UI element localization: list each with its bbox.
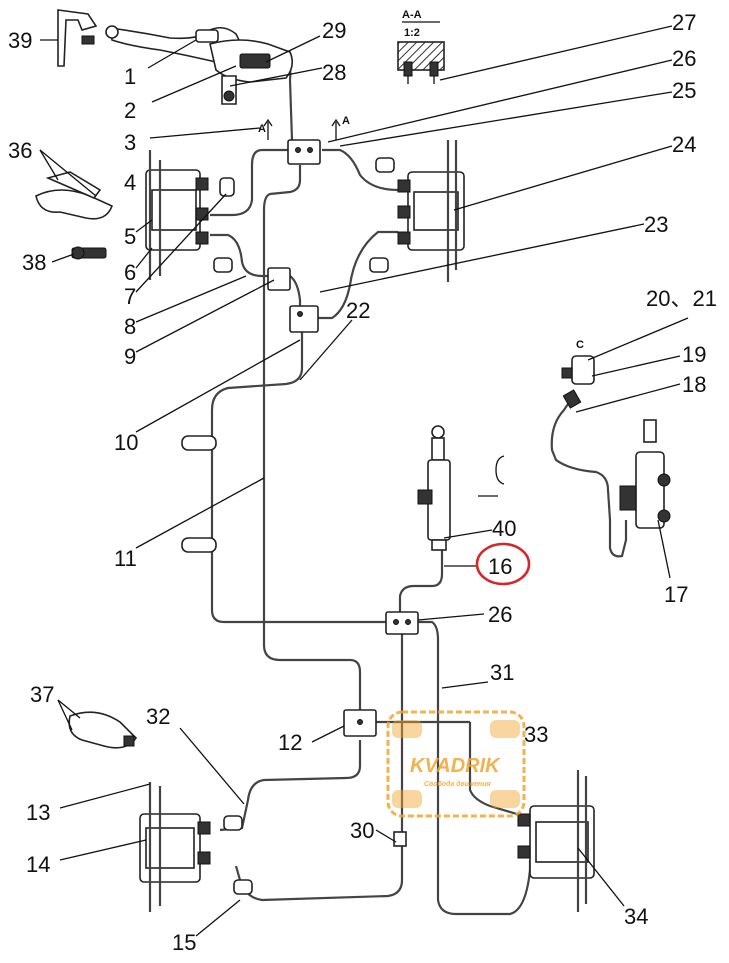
junction-blocks xyxy=(267,139,419,847)
label-14: 14 xyxy=(26,852,50,877)
label-11: 11 xyxy=(114,546,137,571)
label-6: 6 xyxy=(124,260,136,285)
kvadrik-watermark: KVADRIK Свобода движения xyxy=(386,710,526,818)
label-32: 32 xyxy=(146,704,170,729)
watermark-brand: KVADRIK xyxy=(410,755,501,777)
label-24: 24 xyxy=(672,132,696,157)
label-26-top: 26 xyxy=(672,46,696,71)
label-20-21: 20、21 xyxy=(646,286,717,311)
label-12: 12 xyxy=(278,730,302,755)
label-19: 19 xyxy=(682,342,706,367)
label-7: 7 xyxy=(124,284,136,309)
label-36: 36 xyxy=(8,138,32,163)
line-clips xyxy=(181,157,395,895)
section-mark-left: A xyxy=(258,123,266,135)
label-33: 33 xyxy=(524,722,548,747)
label-28: 28 xyxy=(322,60,346,85)
leader-lines xyxy=(39,25,689,937)
valve-mark: C xyxy=(576,339,584,351)
label-17: 17 xyxy=(664,582,688,607)
section-inset xyxy=(397,21,445,84)
master-cylinder-40 xyxy=(417,425,505,551)
label-15: 15 xyxy=(172,930,196,955)
label-8: 8 xyxy=(124,314,136,339)
label-27: 27 xyxy=(672,10,696,35)
label-34: 34 xyxy=(624,904,648,929)
label-1: 1 xyxy=(124,64,136,89)
label-2: 2 xyxy=(124,98,136,123)
label-9: 9 xyxy=(124,344,136,369)
label-3: 3 xyxy=(124,130,136,155)
lever-parts-37 xyxy=(68,711,138,749)
section-marks: A A A-A 1:2 C xyxy=(258,9,584,351)
part-labels: 39 1 2 29 28 3 4 5 6 7 8 9 10 11 36 38 2… xyxy=(8,10,717,955)
section-title: A-A xyxy=(402,9,422,21)
watermark-tagline: Свобода движения xyxy=(424,780,491,788)
front-left-caliper xyxy=(145,150,209,280)
label-4: 4 xyxy=(124,170,136,195)
label-23: 23 xyxy=(644,212,668,237)
label-39: 39 xyxy=(8,28,32,53)
label-13: 13 xyxy=(26,800,50,825)
section-scale: 1:2 xyxy=(404,27,420,39)
rear-left-caliper xyxy=(139,782,211,912)
handlebar-master-cylinder xyxy=(57,9,294,105)
label-40: 40 xyxy=(492,516,516,541)
section-mark-right: A xyxy=(342,115,350,127)
label-31: 31 xyxy=(490,660,514,685)
label-26-bottom: 26 xyxy=(488,602,512,627)
label-30: 30 xyxy=(350,818,374,843)
label-16: 16 xyxy=(488,554,512,579)
highlight-ring xyxy=(475,542,531,586)
rear-right-caliper xyxy=(517,770,595,912)
label-25: 25 xyxy=(672,78,696,103)
label-18: 18 xyxy=(682,372,706,397)
label-37: 37 xyxy=(30,682,54,707)
label-5: 5 xyxy=(124,224,136,249)
label-38: 38 xyxy=(22,250,46,275)
front-right-caliper xyxy=(397,140,465,282)
label-22: 22 xyxy=(346,298,370,323)
label-29: 29 xyxy=(322,18,346,43)
rear-valve-assembly xyxy=(561,355,671,529)
lever-parts-36-38 xyxy=(35,171,114,260)
label-10: 10 xyxy=(114,430,138,455)
